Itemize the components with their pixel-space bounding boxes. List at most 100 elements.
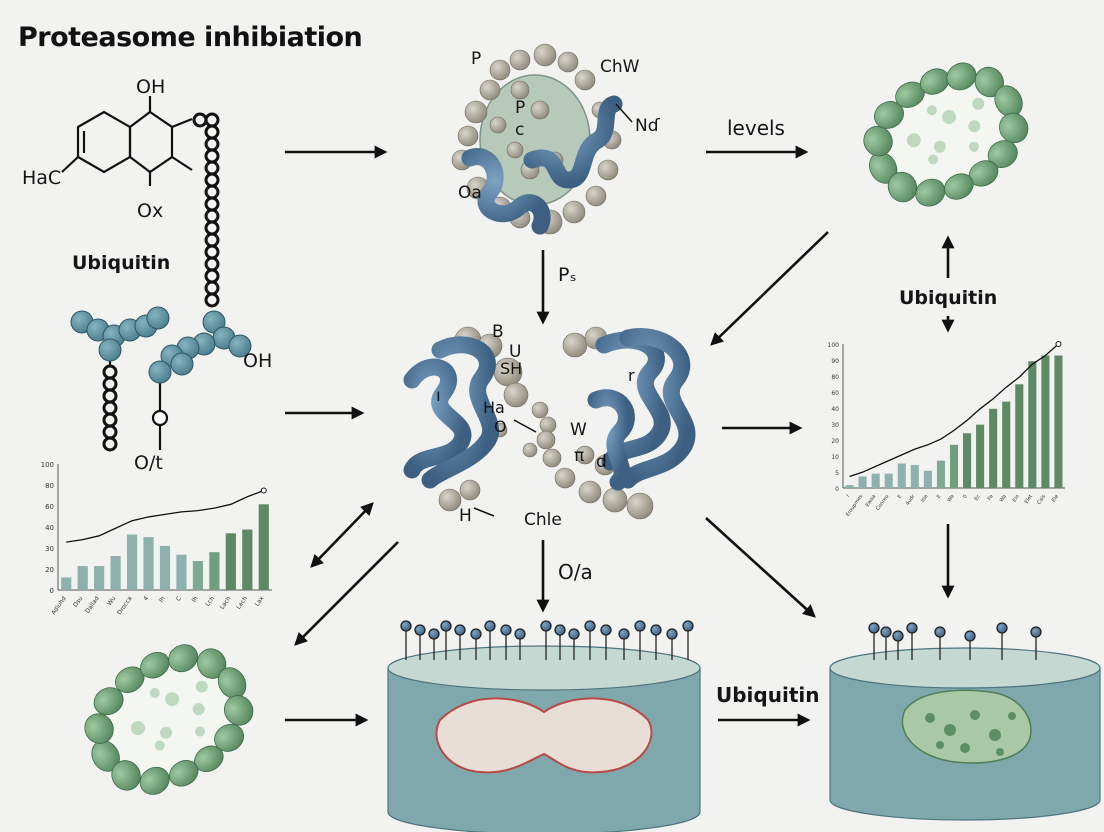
x-tick-label: I <box>845 494 851 499</box>
bar <box>1054 355 1063 488</box>
bar <box>1002 401 1011 488</box>
x-tick-label: Cais <box>1036 493 1047 505</box>
lipid-head <box>454 624 466 636</box>
cell-body <box>435 697 653 774</box>
lipid-head <box>514 628 526 640</box>
label-i: ı <box>436 386 441 406</box>
x-tick-label: Lach <box>219 595 233 611</box>
label-c: c <box>515 120 525 140</box>
membrane-lipids-right <box>868 622 1042 660</box>
label-oh-top: OH <box>136 76 166 98</box>
label-ubiquitin-left: Ubiquitin <box>72 252 171 274</box>
bar <box>871 473 880 488</box>
label-ol-bottom: O/t <box>134 452 163 474</box>
lipid-head <box>618 628 630 640</box>
y-tick-label: 0 <box>50 587 54 595</box>
y-tick-label: 20 <box>831 438 839 445</box>
lipid-head <box>868 622 880 634</box>
label-levels: levels <box>727 116 785 140</box>
y-tick-label: 20 <box>45 566 54 574</box>
lipid-head <box>964 630 976 642</box>
x-tick-label: C <box>175 595 183 602</box>
lipid-head <box>906 622 918 634</box>
x-tick-label: Adiuhd <box>50 595 68 616</box>
trend-line <box>66 489 265 543</box>
x-tick-label: Wu <box>106 595 117 607</box>
lipid-head <box>500 624 512 636</box>
lipid-head <box>650 624 662 636</box>
lipid-head <box>414 624 426 636</box>
lipid-head <box>934 626 946 638</box>
lipid-head <box>996 622 1008 634</box>
bar <box>176 554 187 590</box>
y-tick-label: 10 <box>831 454 839 461</box>
bar <box>936 460 945 488</box>
bar <box>963 433 972 488</box>
membrane-lipids <box>400 620 694 660</box>
y-tick-label: 40 <box>831 406 839 413</box>
lipid-head <box>568 628 580 640</box>
lipid-head <box>470 628 482 640</box>
lipid-head <box>484 620 496 632</box>
label-r: r <box>628 366 635 385</box>
bar <box>910 464 919 488</box>
y-tick-label: 100 <box>41 461 54 469</box>
label-oh-right: OH <box>243 350 273 372</box>
molecule-bead-chain <box>102 112 220 452</box>
arrow-vesicle-to-complex <box>710 231 829 346</box>
label-hac: HaC <box>22 167 62 189</box>
y-tick-label: 5 <box>835 470 839 477</box>
molecule-structure <box>61 96 193 186</box>
y-tick-label: 60 <box>831 390 839 397</box>
x-tick-label: E <box>897 494 904 500</box>
x-tick-label: 4udr <box>905 493 917 507</box>
lipid-head <box>892 630 904 642</box>
y-tick-label: 90 <box>831 358 839 365</box>
cylinder-center <box>387 620 701 832</box>
x-tick-label: Elet <box>1024 494 1034 505</box>
lipid-head <box>440 620 452 632</box>
label-n: π <box>574 446 585 466</box>
arrow-complex-to-cylinder <box>705 517 816 618</box>
label-sh: SH <box>500 359 523 378</box>
label-chle: Chle <box>524 510 562 530</box>
label-ha: Ha <box>483 398 505 417</box>
vesicle-top-right <box>863 62 1029 207</box>
x-tick-label: Ele <box>1051 494 1060 504</box>
bar <box>1015 384 1024 488</box>
flow-arrows <box>285 145 955 727</box>
arrow-bidirectional <box>310 502 374 568</box>
bar <box>845 485 854 488</box>
bar <box>858 476 867 488</box>
cylinder-right <box>829 622 1101 821</box>
lipid-head <box>682 620 694 632</box>
bar <box>159 545 171 590</box>
y-tick-label: 80 <box>45 482 54 490</box>
x-tick-label: Conreu <box>875 494 890 512</box>
y-tick-label: 100 <box>828 342 840 349</box>
x-tick-label: Lch <box>204 595 216 608</box>
label-d: d <box>596 452 607 472</box>
bar <box>897 463 906 488</box>
bar <box>976 424 985 488</box>
lipid-head <box>554 624 566 636</box>
diagram-title: Proteasome inhibiation <box>18 22 363 53</box>
bar <box>923 470 932 488</box>
lipid-head <box>880 626 892 638</box>
label-ubiquitin-right: Ubiquitin <box>899 287 998 309</box>
x-tick-label: Ec <box>973 494 981 502</box>
x-tick-label: Dsu <box>72 595 84 609</box>
y-tick-label: 40 <box>45 524 54 532</box>
y-tick-label: 60 <box>45 503 54 511</box>
label-w: W <box>570 420 587 440</box>
x-tick-label: 0 <box>962 494 969 500</box>
x-tick-label: Wa <box>946 494 955 504</box>
label-chw: ChW <box>600 57 640 77</box>
y-tick-label: 0 <box>835 486 839 493</box>
top-protein <box>451 43 633 235</box>
bar <box>949 444 959 488</box>
lipid-head <box>634 620 646 632</box>
x-tick-label: Wa <box>999 494 1008 504</box>
lipid-head <box>400 620 412 632</box>
